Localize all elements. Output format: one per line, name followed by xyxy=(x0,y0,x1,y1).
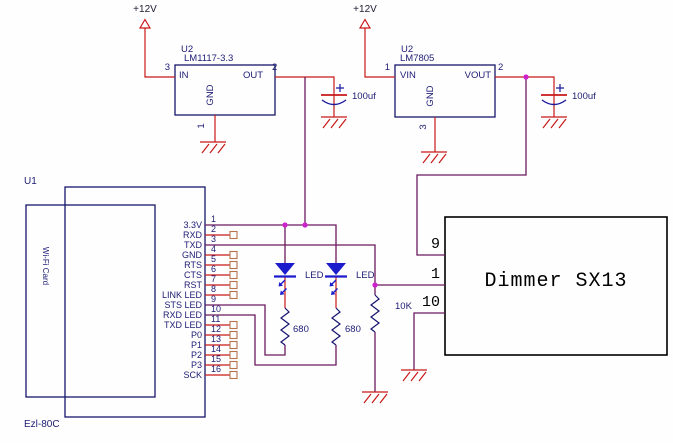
junction-dot xyxy=(372,282,378,288)
u1-pin-number: 13 xyxy=(211,334,222,344)
regulator1-pin-gnd-number: 1 xyxy=(196,123,207,129)
u1-pin-number: 4 xyxy=(211,244,217,254)
power-triangle-left xyxy=(138,18,152,29)
dimmer-pin1-number: 1 xyxy=(430,266,440,283)
ground-regulator2 xyxy=(421,151,447,164)
regulator1-ref: U2 xyxy=(181,44,194,55)
net-wires xyxy=(205,77,527,392)
module-part: Ezl-80C xyxy=(24,419,60,430)
u1-pin-number: 9 xyxy=(211,294,217,304)
u1-pin-label: LINK LED xyxy=(161,290,202,300)
regulator1-gnd-label: GND xyxy=(205,84,216,106)
led-left-label: LED xyxy=(305,270,324,281)
resistor-680-right xyxy=(331,307,341,346)
u1-pin-number: 6 xyxy=(211,264,217,274)
capacitor-left-symbol xyxy=(321,84,347,106)
u1-pin-label: RTS xyxy=(184,260,202,270)
regulator2-out-label: VOUT xyxy=(464,70,491,81)
u1-pin-label: GND xyxy=(182,250,202,260)
dimmer-pin10-number: 10 xyxy=(421,294,440,311)
u1-pin-label: RXD xyxy=(182,230,202,240)
u1-pin-number: 8 xyxy=(211,284,217,294)
module-body xyxy=(64,186,206,418)
led-left-symbol xyxy=(274,263,296,295)
u1-pin-label: P3 xyxy=(190,360,202,370)
ground-cap-left xyxy=(321,116,347,129)
u1-pin-label: RST xyxy=(184,280,202,290)
led-right-label: LED xyxy=(356,270,375,281)
regulator2-pin-in-number: 1 xyxy=(384,62,390,73)
regulator1-pin-in-number: 3 xyxy=(164,62,170,73)
u1-pin-label: P2 xyxy=(190,350,202,360)
resistor-680-right-value: 680 xyxy=(345,324,361,335)
power-triangle-right xyxy=(358,18,372,29)
ground-regulator1 xyxy=(200,141,226,154)
u1-pin-label: TXD xyxy=(184,240,202,250)
resistor-680-left xyxy=(280,307,290,346)
regulator1-in-label: IN xyxy=(179,70,189,81)
u1-pin-number: 3 xyxy=(211,234,217,244)
u1-pin-label: RXD LED xyxy=(162,310,202,320)
u1-pin-label: P0 xyxy=(190,330,202,340)
wifi-card-body xyxy=(25,204,156,398)
regulator2-pin-gnd-number: 3 xyxy=(418,124,429,130)
regulator2-gnd-label: GND xyxy=(425,85,436,107)
u1-pin-label: SCK xyxy=(183,370,202,380)
led-right-symbol xyxy=(325,263,347,295)
u1-pin-number: 14 xyxy=(211,344,222,354)
power-label-right: +12V xyxy=(353,4,377,15)
regulator2-body xyxy=(394,64,496,118)
regulator1-pin-out-number: 2 xyxy=(272,62,278,73)
u1-pin-number: 15 xyxy=(211,354,222,364)
u1-pin-number: 11 xyxy=(211,314,221,324)
dimmer-title: Dimmer SX13 xyxy=(484,270,628,293)
resistor-10k-value: 10K xyxy=(395,301,412,312)
regulator1-part: LM1117-3.3 xyxy=(184,53,234,64)
power-wires xyxy=(144,28,555,308)
regulator2-in-label: VIN xyxy=(400,70,416,81)
u1-pin-number: 16 xyxy=(211,364,222,374)
nc-squares xyxy=(229,230,238,380)
regulator2-pin-out-number: 2 xyxy=(498,62,504,73)
junction-dot xyxy=(282,222,288,228)
u1-pin-number: 5 xyxy=(211,254,217,264)
u1-pin-label: TXD LED xyxy=(163,320,202,330)
capacitor-right-value: 100uf xyxy=(572,91,596,102)
regulator2-part: LM7805 xyxy=(400,53,435,64)
u1-pin-number: 2 xyxy=(211,224,217,234)
capacitor-right-symbol xyxy=(541,84,567,106)
dimmer-body xyxy=(444,216,668,356)
power-label-left: +12V xyxy=(133,4,157,15)
resistor-10k xyxy=(370,294,380,333)
u1-pin-label: CTS xyxy=(184,270,202,280)
u1-pin-number: 7 xyxy=(211,274,217,284)
wifi-card-label: Wi-Fi Card xyxy=(41,246,50,286)
u1-pin-label: STS LED xyxy=(164,300,202,310)
regulator1-out-label: OUT xyxy=(242,70,263,81)
u1-pin-number: 12 xyxy=(211,324,222,334)
u1-pin-number: 10 xyxy=(211,304,222,314)
u1-pin-label: 3.3V xyxy=(183,220,202,230)
ground-cap-right xyxy=(541,116,567,129)
ground-10k xyxy=(362,391,388,404)
regulator1-body xyxy=(174,64,276,116)
dimmer-pin9-number: 9 xyxy=(430,236,440,253)
module-ref: U1 xyxy=(24,176,37,187)
junction-dot xyxy=(302,222,308,228)
capacitor-left-value: 100uf xyxy=(352,91,376,102)
junction-dot xyxy=(523,74,529,80)
u1-pin-label: P1 xyxy=(190,340,202,350)
ground-dimmer xyxy=(401,369,427,382)
regulator2-ref: U2 xyxy=(401,44,414,55)
nc-stub-wires xyxy=(205,234,230,376)
resistor-680-left-value: 680 xyxy=(293,324,309,335)
u1-pin-number: 1 xyxy=(211,214,217,224)
